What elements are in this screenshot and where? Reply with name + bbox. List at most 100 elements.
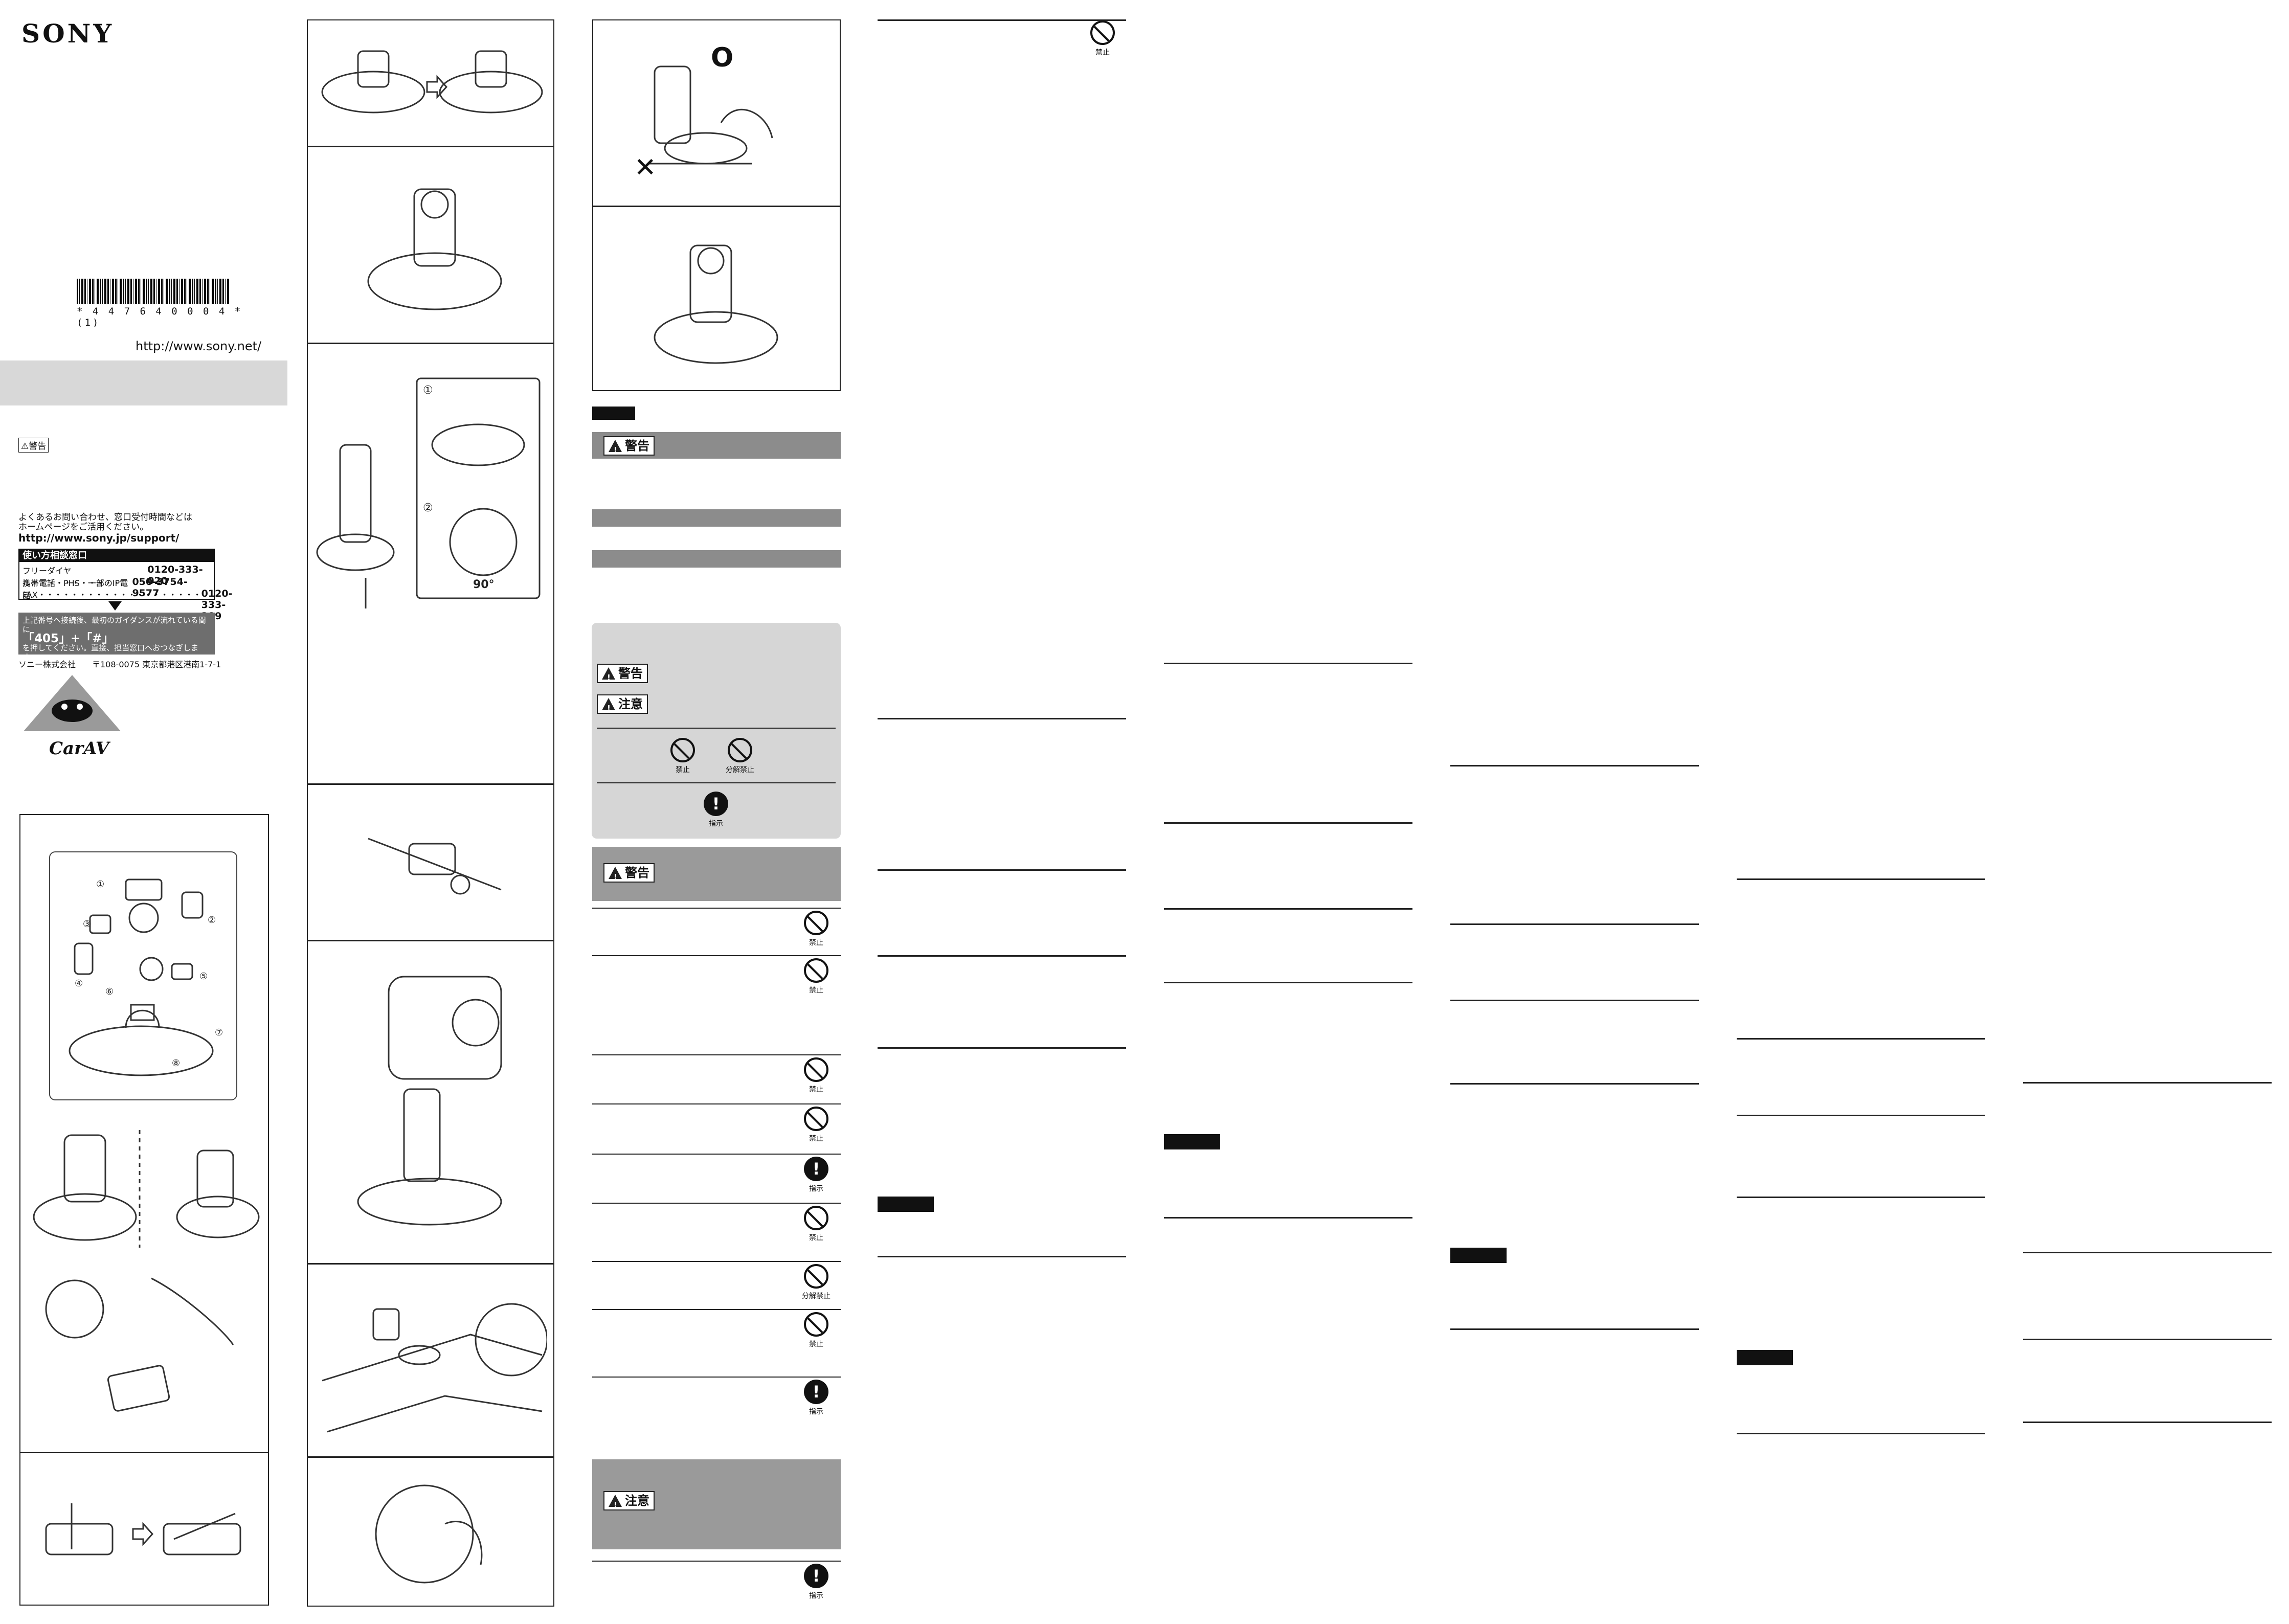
arrow-down-icon bbox=[108, 601, 122, 611]
panel-divider bbox=[592, 206, 841, 207]
clip-panel bbox=[19, 1452, 269, 1606]
warning-row-symbol: 禁止 bbox=[802, 958, 831, 995]
caution-header: 注意 bbox=[592, 1459, 841, 1549]
step-coil-illustration bbox=[368, 838, 502, 895]
warning-header-bar: 警告 bbox=[592, 432, 841, 459]
legend-divider bbox=[597, 728, 836, 729]
callout-3: ③ bbox=[83, 919, 91, 930]
website-url[interactable]: http://www.sony.net/ bbox=[136, 339, 262, 353]
warning-row-symbol: 禁止 bbox=[802, 1312, 831, 1349]
company-address: ソニー株式会社 〒108-0075 東京都港区港南1-7-1 bbox=[18, 660, 221, 669]
top-right-symbol: 禁止 bbox=[1088, 20, 1117, 57]
warning-row-divider bbox=[592, 1309, 841, 1310]
step-divider bbox=[307, 1263, 554, 1265]
mount-step-1: ① bbox=[423, 384, 433, 397]
sony-logo: SONY bbox=[21, 18, 115, 49]
warning-row-label: 禁止 bbox=[809, 1234, 823, 1242]
prohibited-icon bbox=[804, 1057, 828, 1082]
warning-row-divider bbox=[592, 1377, 841, 1378]
instruction-icon: ! bbox=[804, 1380, 828, 1404]
section-rule bbox=[1164, 982, 1412, 983]
section-tab bbox=[592, 407, 635, 420]
step-dashboard-illustration bbox=[322, 1303, 547, 1433]
section-rule bbox=[1737, 1038, 1985, 1040]
warning-row-label: 指示 bbox=[809, 1408, 823, 1416]
symbol-legend: 警告 注意 禁止 分解禁止 !指示 bbox=[592, 623, 841, 839]
warning-row-label: 分解禁止 bbox=[802, 1292, 831, 1300]
section-rule bbox=[1164, 1217, 1412, 1219]
steps-column bbox=[307, 19, 554, 1607]
support-intro: よくあるお問い合わせ、窓口受付時間などは ホームページをご活用ください。 bbox=[18, 513, 192, 532]
warning-row-divider bbox=[592, 1154, 841, 1155]
section-rule bbox=[1450, 1000, 1699, 1001]
section-rule bbox=[878, 869, 1126, 871]
step-divider bbox=[307, 783, 554, 785]
support-url[interactable]: http://www.sony.jp/support/ bbox=[18, 532, 179, 544]
section-rule bbox=[2023, 1422, 2272, 1423]
step-base-illustration bbox=[367, 188, 502, 310]
warning-icon bbox=[609, 867, 622, 885]
support-intro-line-2: ホームページをご活用ください。 bbox=[18, 522, 149, 532]
guidance-note: 上記番号へ接続後、最初のガイダンスが流れている間に 「405」+「#」 を押して… bbox=[18, 613, 215, 662]
callout-2: ② bbox=[208, 915, 216, 926]
callout-4: ④ bbox=[75, 978, 83, 989]
section-rule bbox=[878, 718, 1126, 719]
caution-badge: 注意 bbox=[603, 1491, 655, 1513]
section-rule bbox=[2023, 1339, 2272, 1340]
caution-icon bbox=[602, 698, 615, 716]
support-intro-line-1: よくあるお問い合わせ、窓口受付時間などは bbox=[18, 512, 192, 523]
callout-1: ① bbox=[96, 879, 104, 890]
instruction-icon: ! bbox=[804, 1157, 828, 1181]
legend-caution-badge: 注意 bbox=[597, 694, 648, 716]
warning-row-label: 禁止 bbox=[809, 1086, 823, 1094]
warning-row-divider bbox=[592, 1261, 841, 1262]
section-tab bbox=[1164, 1134, 1220, 1149]
text-rule bbox=[878, 19, 1126, 21]
prohibited-icon bbox=[804, 1206, 828, 1230]
warning-icon bbox=[602, 667, 615, 685]
callout-8: ⑧ bbox=[172, 1058, 180, 1069]
correct-usage-panel bbox=[592, 19, 841, 391]
section-rule bbox=[1737, 878, 1985, 880]
warning-icon bbox=[609, 440, 622, 458]
legend-disassembly: 分解禁止 bbox=[717, 738, 763, 775]
warning-row-divider bbox=[592, 908, 841, 909]
warnings-header: 警告 bbox=[592, 847, 841, 901]
no-disassembly-icon bbox=[804, 1264, 828, 1289]
title-band bbox=[0, 360, 287, 405]
warning-row-label: 禁止 bbox=[809, 1135, 823, 1143]
section-rule bbox=[1164, 822, 1412, 824]
parts-illustration: ① ② ③ ④ ⑤ ⑥ ⑦ ⑧ bbox=[69, 878, 223, 1076]
warning-row-divider bbox=[592, 1203, 841, 1204]
section-tab bbox=[878, 1197, 934, 1212]
section-rule bbox=[878, 955, 1126, 957]
step-attach-illustration: ① ② 90° bbox=[316, 377, 541, 608]
barcode-number: * 4 4 7 6 4 0 0 0 4 * (1) bbox=[77, 306, 243, 328]
warning-row-label: 禁止 bbox=[809, 939, 823, 947]
correct-mark: O bbox=[711, 42, 733, 73]
section-rule bbox=[1737, 1197, 1985, 1198]
caution-row-divider bbox=[592, 1561, 841, 1562]
warning-row-symbol: ! 指示 bbox=[802, 1380, 831, 1416]
mounted-illustration bbox=[654, 244, 778, 364]
legend-divider bbox=[597, 782, 836, 783]
section-rule bbox=[1450, 1328, 1699, 1330]
step-divider bbox=[307, 940, 554, 941]
warning-row-symbol: 禁止 bbox=[802, 1057, 831, 1094]
correct-vs-wrong-illustration: O ✕ bbox=[634, 42, 773, 183]
svg-text:CarAV: CarAV bbox=[49, 738, 111, 759]
callout-5: ⑤ bbox=[199, 971, 208, 982]
step-release-illustration bbox=[375, 1484, 483, 1584]
section-rule bbox=[1164, 908, 1412, 910]
warning-badge: 警告 bbox=[603, 436, 655, 458]
parts-bubble bbox=[49, 851, 237, 1100]
mount-step-2: ② bbox=[423, 502, 433, 514]
contact-box-title: 使い方相談窓口 bbox=[19, 550, 214, 562]
section-rule bbox=[1450, 923, 1699, 925]
prohibited-icon bbox=[804, 1107, 828, 1131]
step-divider bbox=[307, 343, 554, 344]
warning-row-label: 禁止 bbox=[809, 986, 823, 995]
contact-box: 使い方相談窓口 フリーダイヤル・・・・・・・・・・・0120-333-020 携… bbox=[18, 549, 232, 622]
callout-6: ⑥ bbox=[105, 986, 114, 997]
section-rule bbox=[1737, 1433, 1985, 1434]
